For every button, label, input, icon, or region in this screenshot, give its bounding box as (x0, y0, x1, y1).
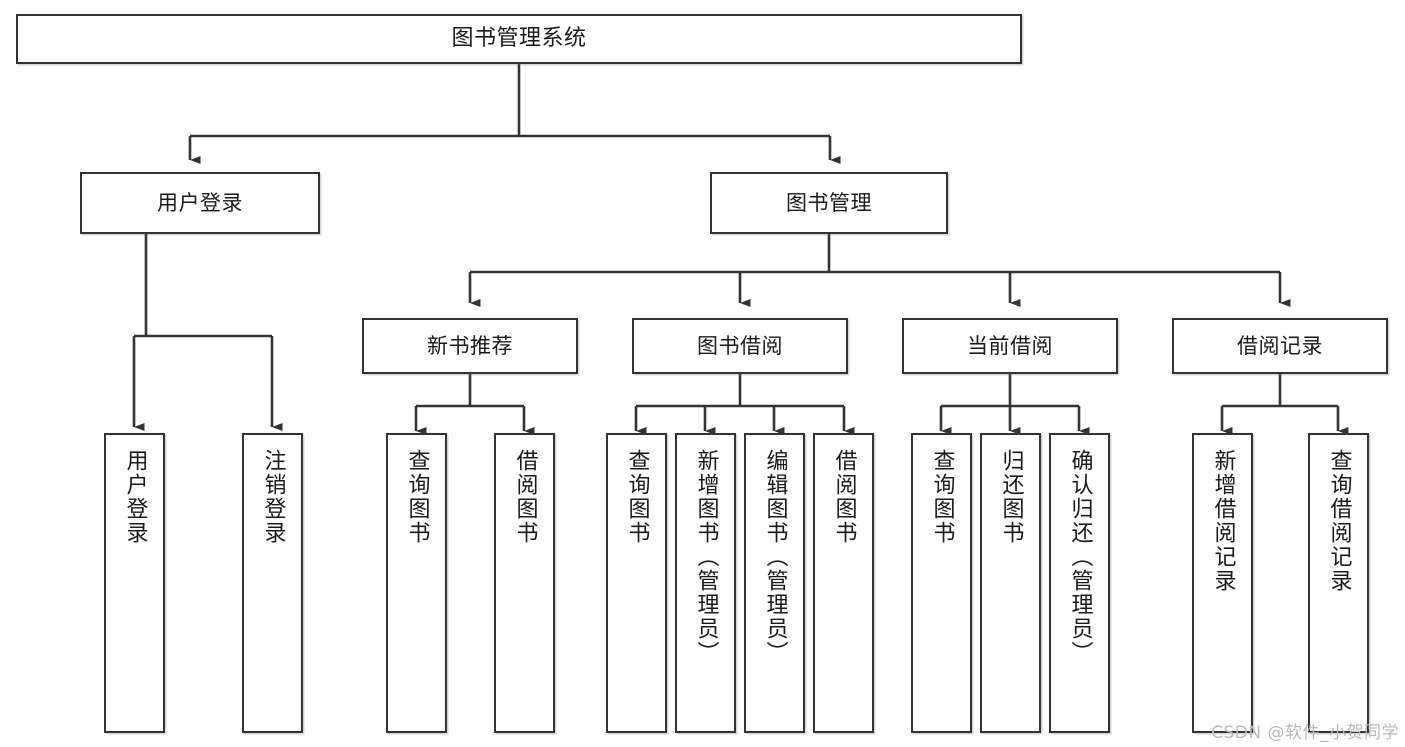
node-leaf-user-logout-label: 注销登录 (260, 449, 286, 545)
node-leaf-query-book-2-label: 查询图书 (624, 449, 650, 545)
node-leaf-add-book[interactable]: 新增图书（管理员） (675, 433, 736, 733)
node-leaf-borrow-book-1[interactable]: 借阅图书 (494, 433, 555, 733)
node-new-book-rec-label: 新书推荐 (427, 333, 513, 358)
node-leaf-borrow-book-2-label: 借阅图书 (831, 449, 857, 545)
node-leaf-borrow-book-2[interactable]: 借阅图书 (813, 433, 874, 733)
node-leaf-edit-book-label: 编辑图书（管理员） (762, 449, 788, 665)
node-leaf-query-record-label: 查询借阅记录 (1326, 449, 1352, 593)
node-leaf-return-book-label: 归还图书 (998, 449, 1024, 545)
node-user-login[interactable]: 用户登录 (80, 172, 320, 234)
node-leaf-query-book-1-label: 查询图书 (404, 449, 430, 545)
node-new-book-rec[interactable]: 新书推荐 (362, 318, 578, 374)
node-leaf-query-book-1[interactable]: 查询图书 (386, 433, 447, 733)
node-leaf-query-book-3[interactable]: 查询图书 (911, 433, 972, 733)
node-root-label: 图书管理系统 (451, 26, 587, 52)
node-leaf-confirm-return[interactable]: 确认归还（管理员） (1049, 433, 1110, 733)
csdn-watermark: CSDN @软件_小贺同学 (1211, 723, 1399, 743)
node-leaf-query-book-3-label: 查询图书 (929, 449, 955, 545)
node-leaf-user-login[interactable]: 用户登录 (104, 433, 165, 733)
node-current-borrow-label: 当前借阅 (967, 333, 1053, 358)
node-leaf-query-book-2[interactable]: 查询图书 (606, 433, 667, 733)
node-leaf-add-book-label: 新增图书（管理员） (693, 449, 719, 665)
node-leaf-add-record[interactable]: 新增借阅记录 (1192, 433, 1253, 733)
node-leaf-borrow-book-1-label: 借阅图书 (512, 449, 538, 545)
node-leaf-user-logout[interactable]: 注销登录 (242, 433, 303, 733)
node-leaf-user-login-label: 用户登录 (122, 449, 148, 545)
node-leaf-add-record-label: 新增借阅记录 (1210, 449, 1236, 593)
node-book-borrow[interactable]: 图书借阅 (632, 318, 848, 374)
node-leaf-return-book[interactable]: 归还图书 (980, 433, 1041, 733)
node-borrow-record[interactable]: 借阅记录 (1172, 318, 1388, 374)
node-leaf-confirm-return-label: 确认归还（管理员） (1067, 449, 1093, 665)
node-root[interactable]: 图书管理系统 (16, 14, 1022, 64)
node-book-borrow-label: 图书借阅 (697, 333, 783, 358)
node-leaf-edit-book[interactable]: 编辑图书（管理员） (744, 433, 805, 733)
node-borrow-record-label: 借阅记录 (1237, 333, 1323, 358)
node-current-borrow[interactable]: 当前借阅 (902, 318, 1118, 374)
node-book-manage[interactable]: 图书管理 (710, 172, 948, 234)
node-book-manage-label: 图书管理 (786, 190, 872, 215)
node-leaf-query-record[interactable]: 查询借阅记录 (1308, 433, 1369, 733)
node-user-login-label: 用户登录 (157, 190, 243, 215)
